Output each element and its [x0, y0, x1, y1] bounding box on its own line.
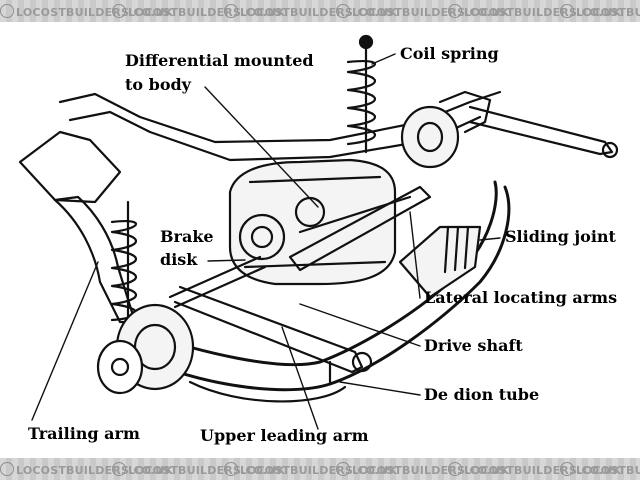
watermark-text: LOCOSTBUILDERS.CO.UK — [448, 462, 621, 477]
right-hub — [400, 90, 492, 169]
label-sliding-joint: Sliding joint — [505, 227, 616, 246]
watermark-logo-icon — [112, 462, 126, 476]
watermark-logo-icon — [560, 462, 574, 476]
coil-spring-right — [346, 34, 377, 154]
watermark-text: LOCOSTBUILDERS.CO.UK — [560, 4, 640, 19]
frame-bracket-left — [18, 130, 122, 204]
leader-lines — [31, 53, 501, 430]
sliding-joint — [398, 225, 482, 299]
watermark-logo-icon — [224, 462, 238, 476]
watermark-logo-icon — [336, 4, 350, 18]
watermark-text: LOCOSTBUILDERS.CO.UK — [336, 4, 509, 19]
watermark-logo-icon — [0, 4, 14, 18]
label-coil-spring: Coil spring — [400, 44, 499, 63]
watermark-text: LOCOSTBUILDERS.CO.UK — [0, 462, 173, 477]
lateral-locating-arms — [288, 185, 432, 272]
label-brake: Brake — [160, 227, 214, 246]
watermark-text: LOCOSTBUILDERS.CO.UK — [448, 4, 621, 19]
watermark-logo-icon — [336, 462, 350, 476]
label-lateral-locating-arms: Lateral locating arms — [424, 288, 618, 307]
de-dion-tube — [138, 180, 511, 392]
watermark-text: LOCOSTBUILDERS.CO.UK — [112, 462, 285, 477]
watermark-text: LOCOSTBUILDERS.CO.UK — [336, 462, 509, 477]
rear-frame-member — [58, 90, 502, 144]
watermark-logo-icon — [112, 4, 126, 18]
watermark-logo-icon — [224, 4, 238, 18]
watermark-text: LOCOSTBUILDERS.CO.UK — [112, 4, 285, 19]
coil-spring-left — [110, 200, 137, 324]
label-differential-line2: to body — [125, 75, 191, 94]
watermark-logo-icon — [448, 462, 462, 476]
label-upper-leading-arm: Upper leading arm — [200, 426, 369, 445]
left-hub — [96, 303, 195, 395]
right-upper-link — [468, 105, 614, 156]
watermark-logo-icon — [560, 4, 574, 18]
drive-shaft — [168, 255, 267, 309]
label-trailing-arm: Trailing arm — [28, 424, 140, 443]
differential-housing — [228, 158, 397, 286]
watermark-logo-icon — [448, 4, 462, 18]
de-dion-suspension-illustration — [18, 34, 619, 430]
watermark-logo-icon — [0, 462, 14, 476]
watermark-text: LOCOSTBUILDERS.CO.UK — [224, 4, 397, 19]
watermark-text: LOCOSTBUILDERS.CO.UK — [0, 4, 173, 19]
upper-leading-arm — [173, 285, 364, 374]
watermark-text: LOCOSTBUILDERS.CO.UK — [224, 462, 397, 477]
label-drive-shaft: Drive shaft — [424, 336, 523, 355]
watermark-text: LOCOSTBUILDERS.CO.UK — [560, 462, 640, 477]
label-differential: Differential mounted — [125, 51, 314, 70]
label-brake-line2: disk — [160, 250, 198, 269]
label-de-dion-tube: De dion tube — [424, 385, 540, 404]
